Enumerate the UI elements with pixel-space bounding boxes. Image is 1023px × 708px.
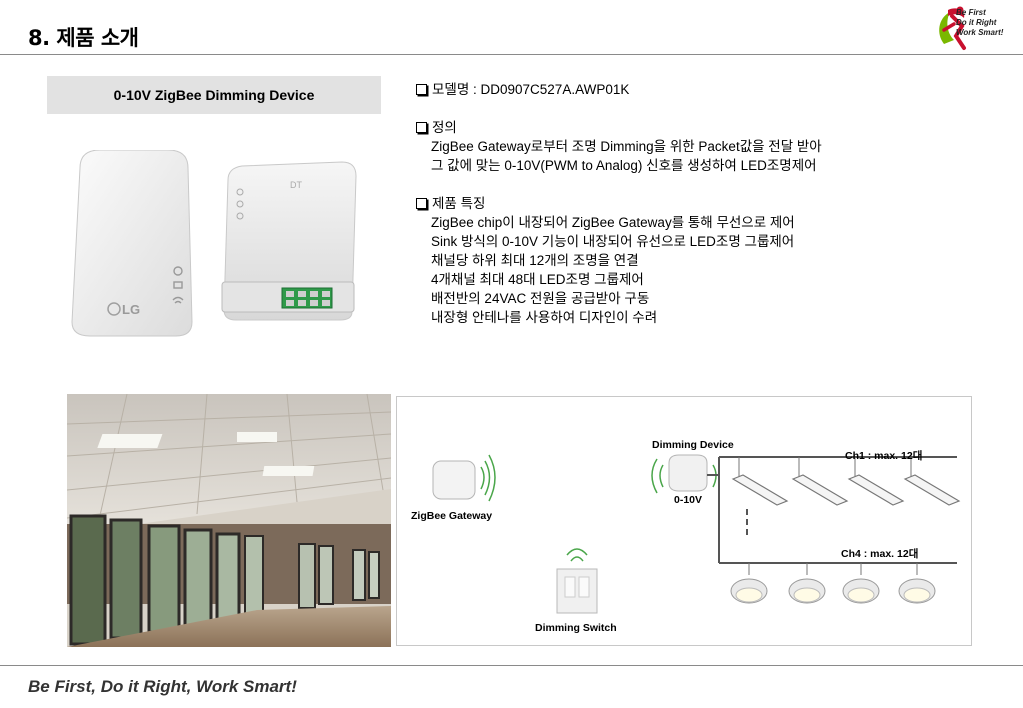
voltage-label: 0-10V [674, 494, 703, 506]
ch4-label: Ch4 : max. 12대 [841, 548, 919, 560]
features-heading-item: 제품 특징 [416, 194, 976, 213]
feature-line: 내장형 안테나를 사용하여 디자인이 수려 [431, 310, 658, 325]
logo-line-1: Be First [956, 8, 986, 17]
brand-text: LG [122, 302, 140, 317]
diagram-graphics [432, 454, 961, 614]
logo-line-2: Do it Right [956, 18, 997, 27]
gateway-icon [432, 454, 496, 502]
linear-fixtures [731, 474, 961, 506]
definition-heading: 정의 [432, 120, 457, 135]
dimming-device-icon [651, 454, 717, 494]
feature-line: ZigBee chip이 내장되어 ZigBee Gateway를 통해 무선으… [431, 215, 795, 230]
status-icons [172, 266, 184, 304]
page-title: 8. 제품 소개 [28, 26, 139, 50]
title-divider [0, 54, 1023, 55]
checkbox-bullet-icon [416, 84, 427, 95]
feature-line: 4개채널 최대 48대 LED조명 그룹제어 [431, 272, 644, 287]
definition-heading-item: 정의 [416, 118, 976, 137]
model-item: 모델명 : DD0907C527A.AWP01K [416, 80, 976, 99]
ch1-label: Ch1 : max. 12대 [845, 450, 923, 462]
office-corridor-photo [67, 394, 391, 647]
wiring-lines [707, 456, 957, 564]
feature-line: 배전반의 24VAC 전원을 공급받아 구동 [431, 291, 650, 306]
switch-label: Dimming Switch [535, 622, 617, 634]
device-product-image: LG DT [71, 150, 357, 337]
definition-line: 그 값에 맞는 0-10V(PWM to Analog) 신호를 생성하여 LE… [431, 158, 817, 173]
dimming-device-label: Dimming Device [652, 439, 734, 451]
model-text: 모델명 : DD0907C527A.AWP01K [432, 82, 630, 97]
feature-line: Sink 방식의 0-10V 기능이 내장되어 유선으로 LED조명 그룹제어 [431, 234, 795, 249]
definition-line: ZigBee Gateway로부터 조명 Dimming을 위한 Packet값… [431, 139, 822, 154]
system-diagram: ZigBee Gateway Dimming Device 0-10V Ch1 … [396, 396, 972, 646]
footer-slogan: Be First, Do it Right, Work Smart! [28, 677, 297, 696]
logo-text: Be First Do it Right Work Smart! [956, 8, 1003, 38]
device-name: 0-10V ZigBee Dimming Device [113, 87, 315, 103]
dimming-switch-icon [556, 548, 598, 614]
downlights [730, 563, 936, 604]
logo-line-3: Work Smart! [956, 28, 1004, 37]
spec-section: 모델명 : DD0907C527A.AWP01K 정의 ZigBee Gatew… [416, 80, 976, 327]
terminal-block [281, 287, 333, 309]
checkbox-bullet-icon [416, 122, 427, 133]
feature-line: 채널당 하위 최대 12개의 조명을 연결 [431, 253, 639, 268]
runner-icon [939, 6, 966, 50]
company-logo: Be First Do it Right Work Smart! [934, 4, 1018, 54]
footer-divider [0, 665, 1023, 666]
svg-text:DT: DT [290, 180, 302, 190]
features-heading: 제품 특징 [432, 196, 486, 211]
checkbox-bullet-icon [416, 198, 427, 209]
device-name-box: 0-10V ZigBee Dimming Device [47, 76, 381, 114]
gateway-label: ZigBee Gateway [411, 510, 493, 522]
